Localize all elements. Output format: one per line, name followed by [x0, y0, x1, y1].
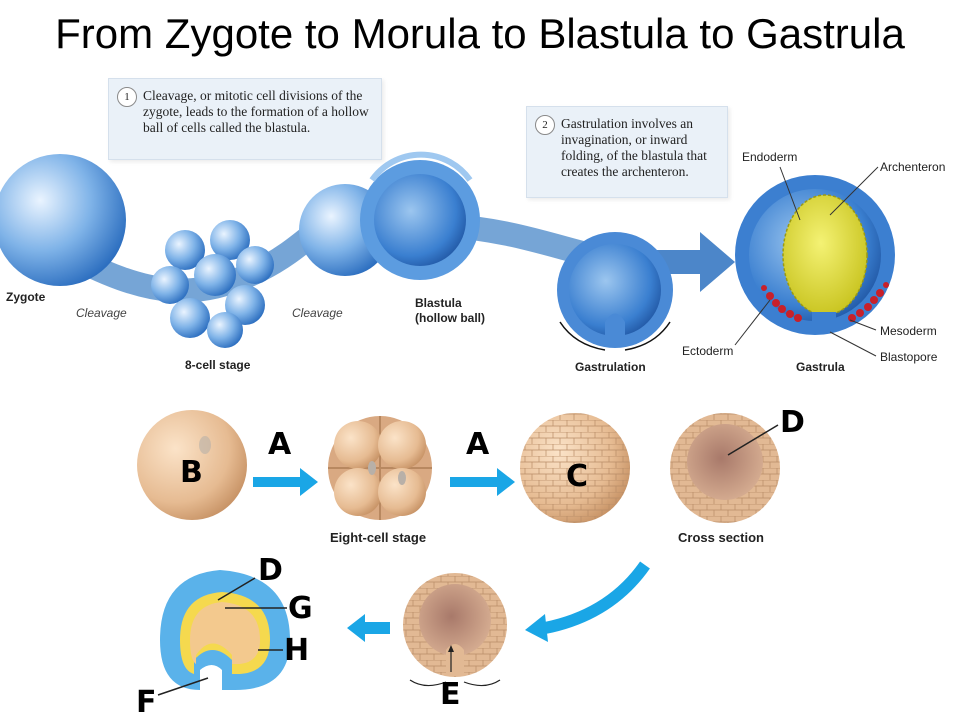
- arrow-left: [347, 614, 390, 642]
- letter-f: F: [136, 685, 157, 720]
- callout-number-1: 1: [117, 87, 137, 107]
- label-ectoderm: Ectoderm: [682, 344, 734, 358]
- label-mesoderm: Mesoderm: [880, 324, 937, 338]
- page-title: From Zygote to Morula to Blastula to Gas…: [55, 10, 905, 57]
- letter-a2: A: [466, 427, 490, 462]
- gastrula-stage: [735, 175, 895, 335]
- label-gastrulation: Gastrulation: [575, 360, 646, 374]
- letter-c: C: [566, 459, 589, 494]
- caption-cross-section: Cross section: [678, 530, 764, 545]
- callout-number-2: 2: [535, 115, 555, 135]
- callout-text-2: Gastrulation involves an invagination, o…: [561, 116, 707, 179]
- letter-b: B: [180, 455, 203, 490]
- arrow-to-gastrula: [640, 232, 735, 292]
- label-zygote: Zygote: [6, 290, 46, 304]
- letter-g: G: [288, 591, 313, 626]
- tan-zygote: [137, 410, 247, 520]
- arrow-a1: [253, 468, 318, 496]
- label-cleavage-2: Cleavage: [292, 306, 343, 320]
- tan-eight-cell: [328, 416, 432, 520]
- caption-eight-cell-stage: Eight-cell stage: [330, 530, 427, 545]
- cross-section: [670, 413, 780, 523]
- gastrulation-stage: [557, 232, 673, 351]
- label-endoderm: Endoderm: [742, 150, 798, 164]
- label-gastrula: Gastrula: [796, 360, 845, 374]
- tan-gastrula: [160, 570, 290, 690]
- label-blastula: Blastula: [415, 296, 462, 310]
- arrow-a2: [450, 468, 515, 496]
- label-blastopore: Blastopore: [880, 350, 938, 364]
- callout-cleavage: 1 Cleavage, or mitotic cell divisions of…: [108, 78, 382, 160]
- eight-cell-cluster: [151, 220, 274, 348]
- letter-d2: D: [258, 553, 283, 588]
- callout-gastrulation: 2 Gastrulation involves an invagination,…: [526, 106, 728, 198]
- zygote-cell: [0, 154, 126, 286]
- label-blastula-sub: (hollow ball): [415, 311, 485, 325]
- label-archenteron: Archenteron: [880, 160, 946, 174]
- tan-gastrulation: [403, 573, 507, 687]
- letter-e: E: [440, 677, 461, 712]
- label-cleavage-1: Cleavage: [76, 306, 127, 320]
- label-eight-cell: 8-cell stage: [185, 358, 251, 372]
- curved-arrow: [543, 561, 650, 634]
- letter-d1: D: [780, 405, 805, 440]
- letter-h: H: [284, 633, 310, 668]
- letter-a1: A: [268, 427, 292, 462]
- callout-text-1: Cleavage, or mitotic cell divisions of t…: [143, 88, 369, 135]
